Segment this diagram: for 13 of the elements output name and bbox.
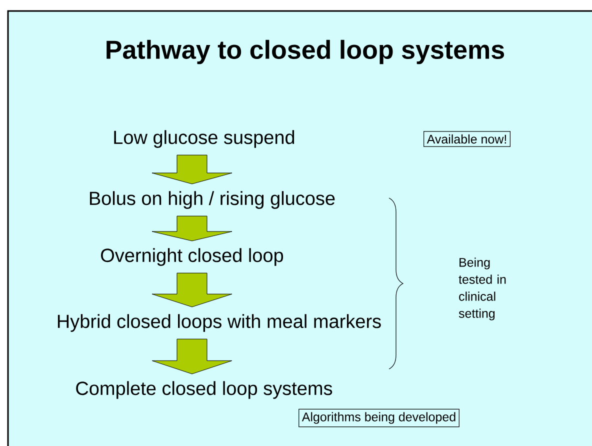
block-arrow <box>152 338 232 374</box>
note-text: Being tested in clinical setting <box>458 258 506 320</box>
block-arrow <box>152 154 232 184</box>
status-box: Available now! <box>424 131 510 147</box>
step-text: Complete closed loop systems <box>76 381 332 399</box>
step-text: Low glucose suspend <box>114 130 294 148</box>
step-text: Bolus on high / rising glucose <box>90 191 335 209</box>
block-arrow <box>152 216 232 242</box>
title: Pathway to closed loop systems <box>106 40 504 64</box>
step-text: Overnight closed loop <box>101 248 284 266</box>
status-box: Algorithms being developed <box>298 408 460 428</box>
step-text: Hybrid closed loops with meal markers <box>58 314 381 332</box>
block-arrow <box>152 272 232 308</box>
